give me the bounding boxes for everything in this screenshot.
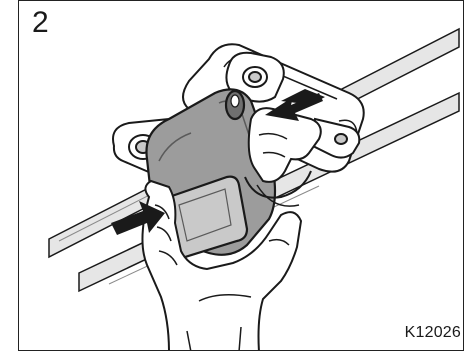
illustration-frame: 2 K12026 [18,0,464,351]
figure-code: K12026 [405,324,461,342]
step-number: 2 [32,8,49,38]
sun-visor-clip-diagram [19,1,464,351]
